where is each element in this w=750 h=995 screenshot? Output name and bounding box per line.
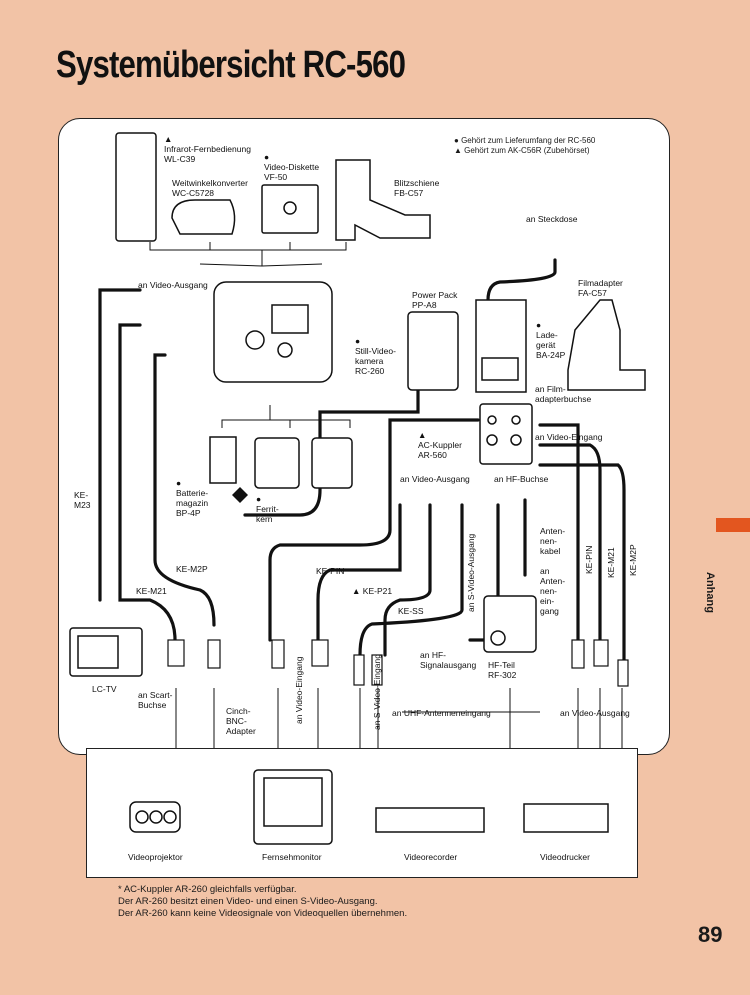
label-to-video-out-coupler: an Video-Ausgang (400, 474, 470, 484)
label-printer: Videodrucker (540, 852, 590, 862)
label-ke-ss: KE-SS (398, 606, 424, 616)
label-film-adapter: Filmadapter FA-C57 (578, 278, 623, 298)
label-monitor: Fernsehmonitor (262, 852, 322, 862)
footnote-line-3: Der AR-260 kann keine Videosignale von V… (118, 908, 408, 919)
label-to-scart: an Scart- Buchse (138, 690, 173, 710)
label-antenna-cable: Anten- nen- kabel (540, 526, 566, 556)
label-to-s-video-out: an S-Video-Ausgang (466, 533, 476, 612)
label-charger: ●Lade- gerät BA-24P (536, 320, 566, 360)
label-to-hf-signal-out: an HF- Signalausgang (420, 650, 477, 670)
label-video-disk: ●Video-Diskette VF-50 (264, 152, 320, 182)
label-wide-converter: Weitwinkelkonverter WC-C5728 (172, 178, 248, 198)
label-to-video-out-top: an Video-Ausgang (138, 280, 208, 290)
label-to-video-in-lower: an Video-Eingang (294, 656, 304, 724)
label-to-s-video-in: an S-Video-Eingang (372, 654, 382, 730)
footnote: * AC-Kuppler AR-260 gleichfalls verfügba… (118, 884, 407, 920)
label-ke-m21-r: KE-M21 (606, 547, 616, 578)
label-ke-m23: KE- M23 (74, 490, 91, 510)
page-title: Systemübersicht RC-560 (56, 44, 406, 86)
label-projector: Videoprojektor (128, 852, 183, 862)
label-recorder: Videorecorder (404, 852, 458, 862)
label-to-video-in: an Video-Eingang (535, 432, 603, 442)
label-to-video-out-right: an Video-Ausgang (560, 708, 630, 718)
label-to-hf-socket: an HF-Buchse (494, 474, 549, 484)
label-to-film-adapter-socket: an Film- adapterbuchse (535, 384, 592, 404)
label-ferrite: ●Ferrit- kern (256, 494, 279, 524)
label-cinch-bnc: Cinch- BNC- Adapter (226, 706, 256, 736)
label-ke-pin: KE-PIN (316, 566, 345, 576)
section-tab-label: Anhang (704, 572, 716, 613)
label-ke-m2p-r: KE-M2P (628, 544, 638, 576)
footnote-line-2: Der AR-260 besitzt einen Video- und eine… (118, 896, 378, 907)
label-camera: ●Still-Video- kamera RC-260 (355, 336, 396, 376)
label-to-socket: an Steckdose (526, 214, 578, 224)
legend-dot: ● Gehört zum Lieferumfang der RC-560 (454, 136, 596, 145)
label-remote: ▲Infrarot-Fernbedienung WL-C39 (164, 134, 251, 164)
label-ke-m2p: KE-M2P (176, 564, 208, 574)
section-tab-marker (716, 518, 750, 532)
footnote-line-1: * AC-Kuppler AR-260 gleichfalls verfügba… (118, 884, 297, 895)
label-lc-tv: LC-TV (92, 684, 117, 694)
label-ac-coupler: ▲AC-Kuppler AR-560 (418, 430, 462, 460)
label-flash-rail: Blitzschiene FB-C57 (394, 178, 440, 198)
label-ke-m21: KE-M21 (136, 586, 167, 596)
page-number: 89 (698, 922, 723, 947)
label-ke-p21: ▲ KE-P21 (352, 586, 393, 596)
label-ke-pin-r: KE-PIN (584, 545, 594, 574)
label-power-pack: Power Pack PP-A8 (412, 290, 458, 310)
remote-shape (115, 132, 157, 242)
label-antenna-input: an Anten- nen- ein- gang (540, 566, 566, 616)
label-battery: ●Batterie- magazin BP-4P (176, 478, 209, 518)
legend-triangle: ▲ Gehört zum AK-C56R (Zubehörset) (454, 146, 590, 155)
label-hf-unit: HF-Teil RF-302 (488, 660, 517, 680)
label-to-uhf-in: an UHF-Antenneneingang (392, 708, 491, 718)
